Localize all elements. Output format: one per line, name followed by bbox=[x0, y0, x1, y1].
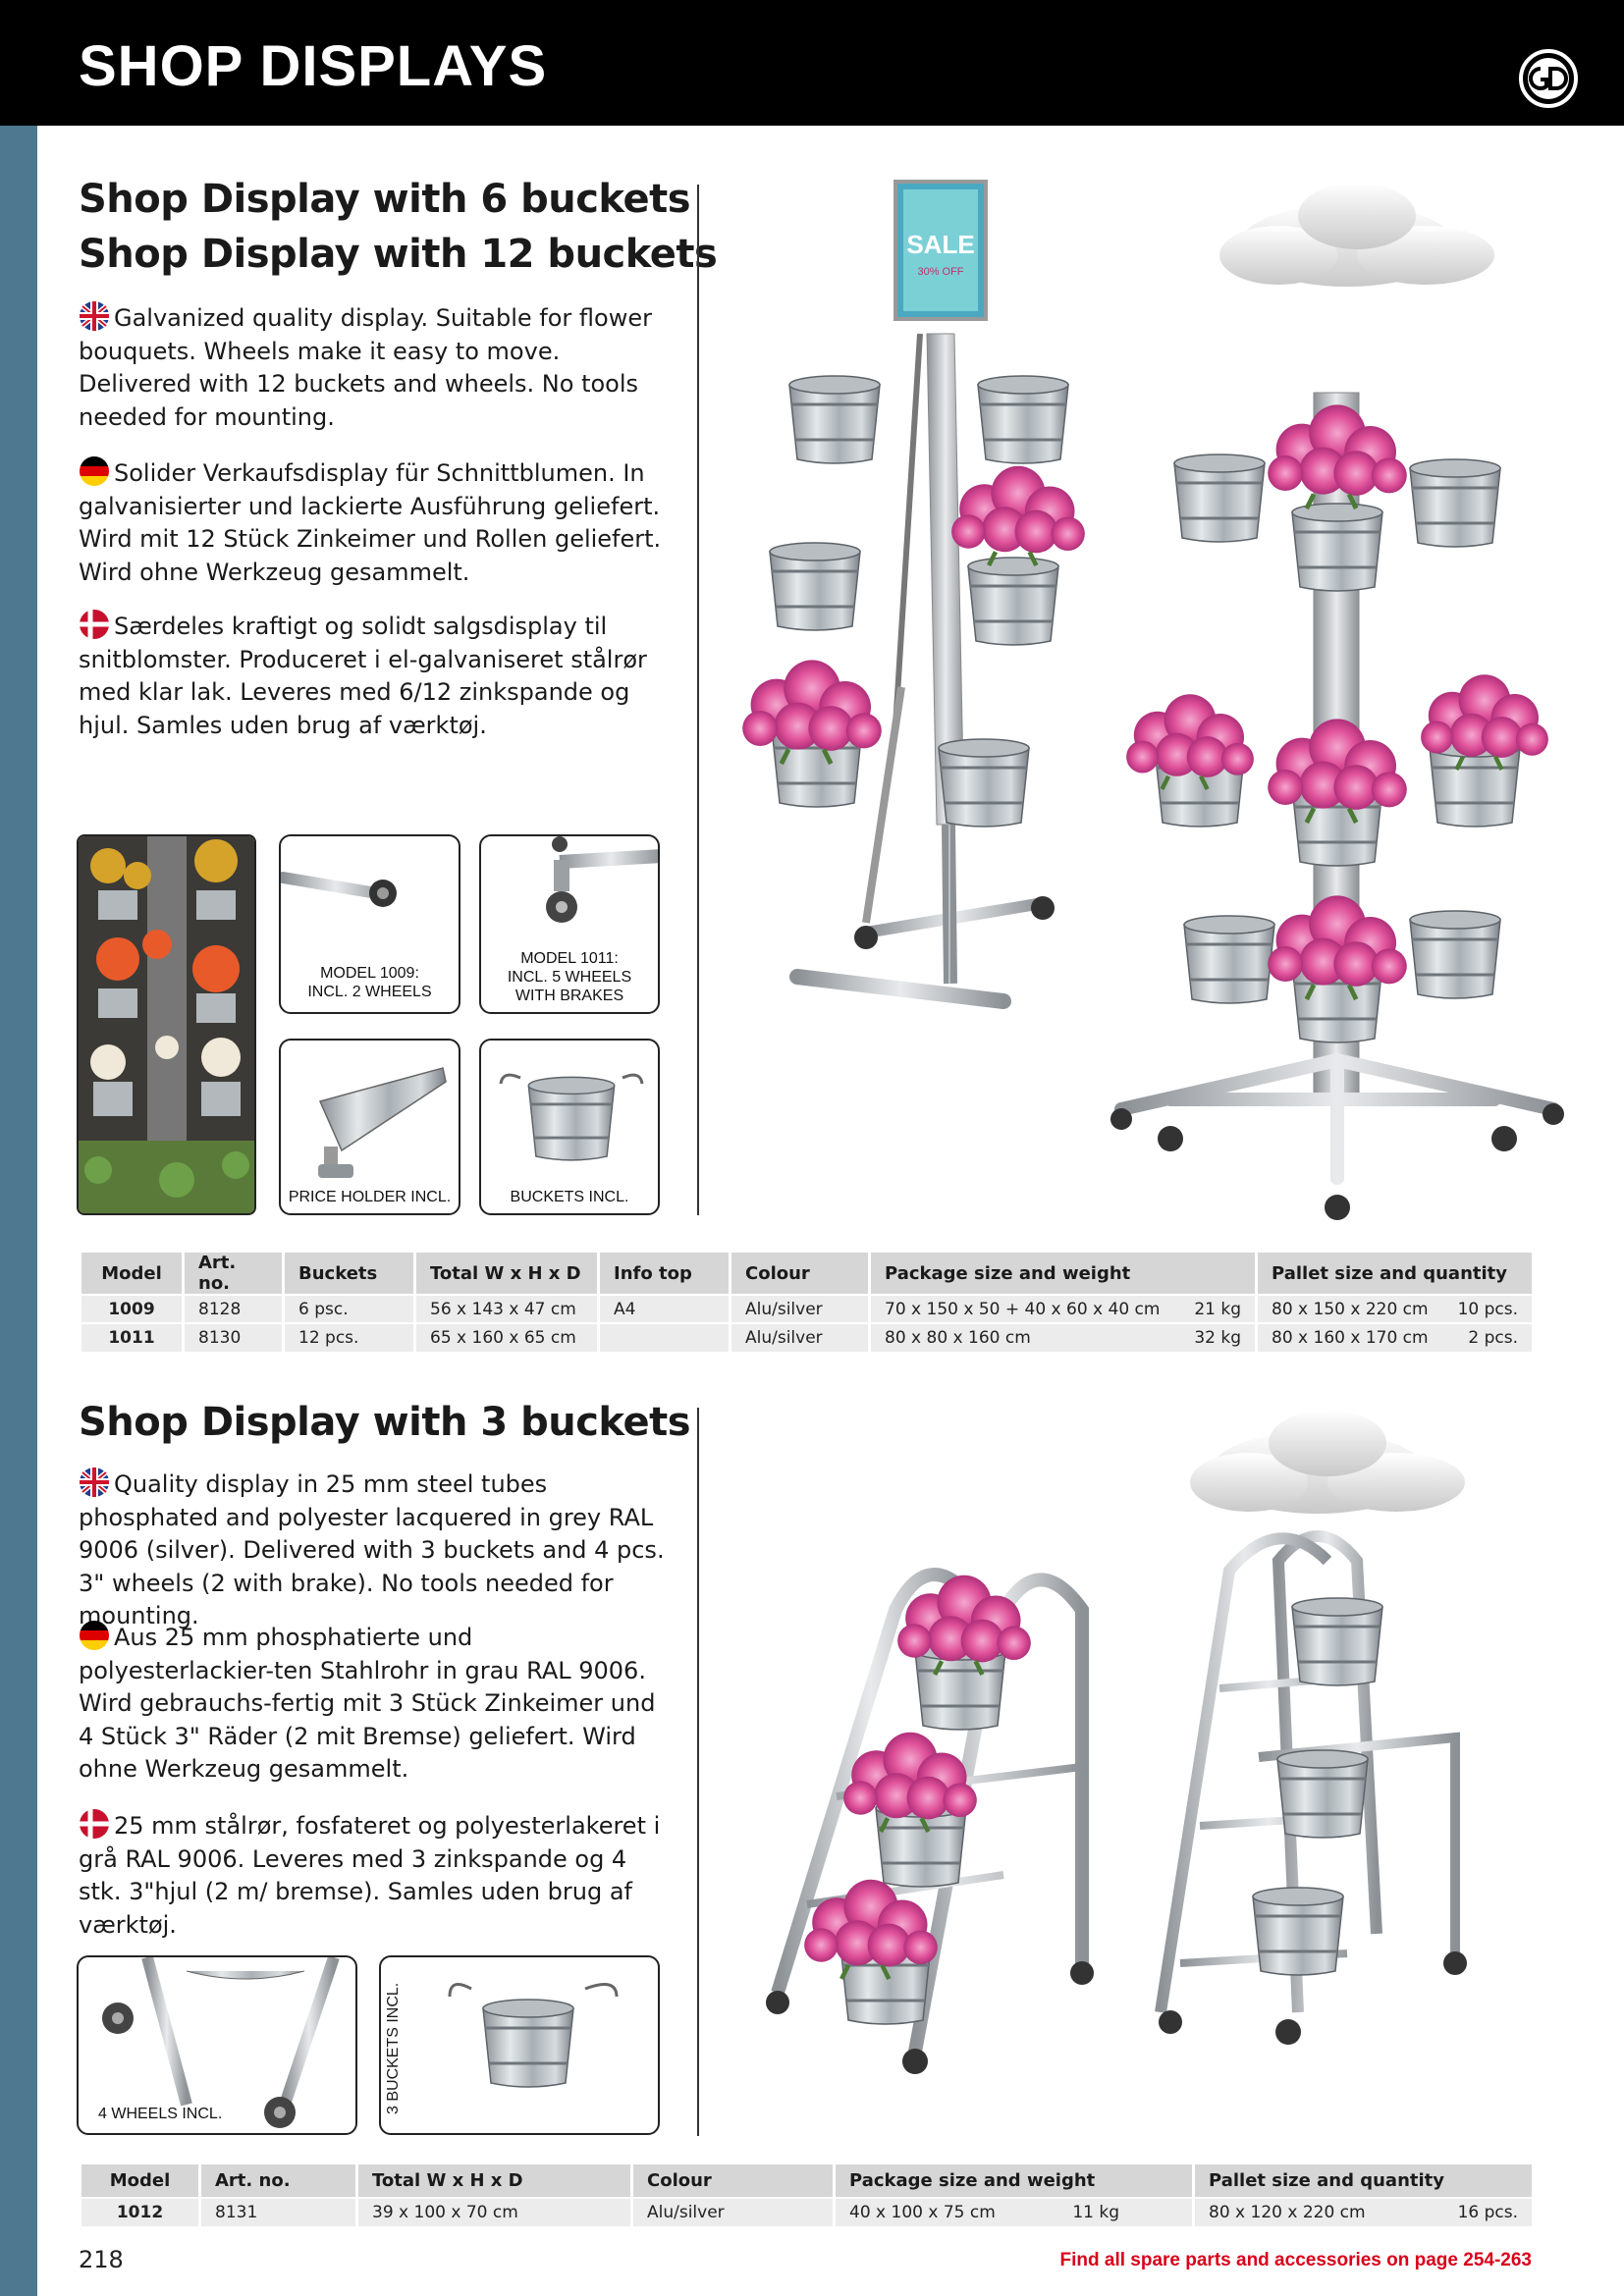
gd-logo-icon bbox=[1519, 49, 1578, 108]
col-colour: Colour bbox=[630, 2164, 835, 2198]
col-package: Package size and weight bbox=[833, 2164, 1194, 2198]
col-package: Package size and weight bbox=[868, 1253, 1257, 1295]
table-row: 1012 8131 39 x 100 x 70 cm Alu/silver 40… bbox=[79, 2197, 1532, 2226]
display-12-buckets bbox=[1110, 392, 1564, 1220]
section1-spec-table: Model Art. no. Buckets Total W x H x D I… bbox=[79, 1253, 1532, 1352]
col-art-no: Art. no. bbox=[198, 2164, 357, 2198]
col-total-size: Total W x H x D bbox=[413, 1253, 599, 1295]
section2-text-en: Quality display in 25 mm steel tubes pho… bbox=[79, 1467, 668, 1633]
section2-en-body: Quality display in 25 mm steel tubes pho… bbox=[79, 1470, 665, 1629]
german-flag-icon bbox=[80, 456, 109, 486]
section2-title: Shop Display with 3 buckets bbox=[79, 1400, 691, 1445]
display-3-buckets-side bbox=[1155, 1530, 1467, 2045]
section1-divider bbox=[697, 185, 699, 1215]
sale-sign-sub: 30% OFF bbox=[917, 266, 963, 278]
section1-title-12-buckets: Shop Display with 12 buckets bbox=[79, 232, 718, 277]
col-info-top: Info top bbox=[597, 1253, 731, 1295]
cloud-decoration bbox=[1190, 1410, 1465, 1514]
cloud-decoration bbox=[1219, 183, 1494, 287]
shop-display-6-and-12-photo: SALE 30% OFF bbox=[709, 180, 1564, 1220]
table-row: 1011 8130 12 pcs. 65 x 160 x 65 cm Alu/s… bbox=[79, 1322, 1532, 1352]
section1-title-6-buckets: Shop Display with 6 buckets bbox=[79, 177, 691, 222]
shop-display-3-buckets-photo bbox=[766, 1410, 1467, 2074]
page-number: 218 bbox=[79, 2246, 124, 2273]
col-pallet: Pallet size and quantity bbox=[1255, 1253, 1532, 1295]
section2-text-dk: 25 mm stålrør, fosfateret og polyesterla… bbox=[79, 1808, 668, 1942]
display-6-buckets: SALE 30% OFF bbox=[742, 180, 1085, 1009]
three-buckets-caption: 3 BUCKETS INCL. bbox=[385, 1982, 402, 2114]
table-header-row: Model Art. no. Buckets Total W x H x D I… bbox=[79, 1253, 1532, 1295]
col-buckets: Buckets bbox=[282, 1253, 415, 1295]
section2-spec-table: Model Art. no. Total W x H x D Colour Pa… bbox=[79, 2164, 1532, 2226]
col-model: Model bbox=[79, 1253, 184, 1295]
wheels-included-caption: 4 WHEELS INCL. bbox=[98, 2106, 223, 2122]
model-1009-wheels-thumb: MODEL 1009:INCL. 2 WHEELS bbox=[279, 834, 460, 1014]
section1-de-body: Solider Verkaufsdisplay für Schnittblume… bbox=[79, 459, 662, 586]
wheels-included-thumb: 4 WHEELS INCL. bbox=[77, 1955, 357, 2135]
german-flag-icon bbox=[80, 1621, 109, 1650]
spare-parts-note: Find all spare parts and accessories on … bbox=[1059, 2250, 1533, 2270]
danish-flag-icon bbox=[80, 1809, 109, 1839]
page-header: SHOP DISPLAYS bbox=[0, 0, 1624, 126]
model-1009-caption: MODEL 1009:INCL. 2 WHEELS bbox=[307, 965, 432, 1000]
uk-flag-icon bbox=[80, 301, 109, 331]
flowers-in-store-photo bbox=[77, 834, 256, 1215]
buckets-included-thumb: BUCKETS INCL. bbox=[479, 1039, 660, 1215]
section2-divider bbox=[697, 1408, 699, 2136]
display-3-buckets-front bbox=[766, 1568, 1094, 2074]
sale-sign-text: SALE bbox=[906, 230, 974, 259]
section1-en-body: Galvanized quality display. Suitable for… bbox=[79, 304, 652, 431]
page-title: SHOP DISPLAYS bbox=[79, 34, 548, 98]
price-holder-thumb: PRICE HOLDER INCL. bbox=[279, 1039, 460, 1215]
section1-text-de: Solider Verkaufsdisplay für Schnittblume… bbox=[79, 455, 668, 589]
section1-text-dk: Særdeles kraftigt og solidt salgsdisplay… bbox=[79, 609, 668, 742]
table-header-row: Model Art. no. Total W x H x D Colour Pa… bbox=[79, 2164, 1532, 2198]
col-colour: Colour bbox=[729, 1253, 870, 1295]
col-model: Model bbox=[79, 2164, 200, 2198]
three-buckets-thumb: 3 BUCKETS INCL. bbox=[379, 1955, 660, 2135]
col-pallet: Pallet size and quantity bbox=[1192, 2164, 1532, 2198]
uk-flag-icon bbox=[80, 1468, 109, 1497]
col-art-no: Art. no. bbox=[182, 1253, 284, 1295]
side-color-bar bbox=[0, 126, 37, 2296]
danish-flag-icon bbox=[80, 610, 109, 639]
section2-dk-body: 25 mm stålrør, fosfateret og polyesterla… bbox=[79, 1812, 661, 1939]
buckets-included-caption: BUCKETS INCL. bbox=[510, 1189, 629, 1205]
col-total-size: Total W x H x D bbox=[355, 2164, 632, 2198]
section2-text-de: Aus 25 mm phosphatierte und polyesterlac… bbox=[79, 1620, 668, 1787]
section1-dk-body: Særdeles kraftigt og solidt salgsdisplay… bbox=[79, 613, 647, 739]
table-row: 1009 8128 6 psc. 56 x 143 x 47 cm A4 Alu… bbox=[79, 1294, 1532, 1323]
section1-text-en: Galvanized quality display. Suitable for… bbox=[79, 300, 668, 434]
price-holder-caption: PRICE HOLDER INCL. bbox=[288, 1189, 452, 1205]
section2-de-body: Aus 25 mm phosphatierte und polyesterlac… bbox=[79, 1624, 656, 1783]
